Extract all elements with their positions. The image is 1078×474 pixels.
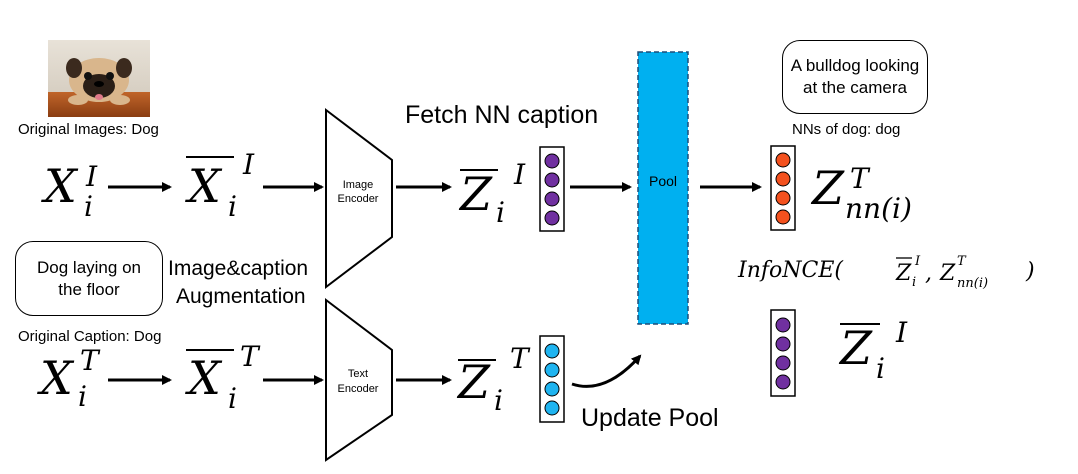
svg-text:T: T	[510, 342, 531, 375]
fetch-nn-caption-label: Fetch NN caption	[405, 101, 599, 129]
text-encoder	[325, 297, 393, 462]
math-x-i-image: X I i	[41, 159, 98, 223]
svg-text:i: i	[78, 380, 87, 413]
svg-text:X: X	[185, 159, 223, 213]
math-infonce: InfoNCE( Z I i , Z T nn(i) )	[737, 254, 1035, 291]
math-xbar-i-text: X T i	[185, 340, 261, 415]
svg-text:InfoNCE(: InfoNCE(	[737, 258, 843, 283]
text-encoder-label-2: Encoder	[338, 383, 379, 395]
dog-photo	[48, 40, 150, 117]
nn-text-embedding-column	[770, 145, 796, 231]
svg-text:I: I	[914, 254, 921, 269]
svg-text:Z: Z	[895, 261, 912, 286]
nn-caption-line2: at the camera	[803, 78, 907, 97]
arrow-update-pool	[571, 354, 642, 388]
math-zbar-i-image: Z I i	[458, 158, 526, 229]
svg-text:Z: Z	[939, 261, 956, 286]
svg-text:i: i	[494, 384, 503, 417]
svg-text:T: T	[240, 340, 261, 373]
text-embedding-column	[539, 335, 565, 423]
svg-text:X: X	[185, 351, 223, 405]
image-embedding-column	[539, 146, 565, 232]
svg-text:i: i	[228, 382, 237, 415]
svg-text:i: i	[228, 190, 237, 223]
nn-caption-bubble: A bulldog looking at the camera	[782, 40, 928, 114]
svg-text:Z: Z	[458, 167, 493, 221]
svg-text:T: T	[80, 344, 101, 377]
svg-text:I: I	[85, 160, 98, 193]
svg-text:Z: Z	[456, 355, 491, 409]
svg-text:T: T	[850, 162, 871, 195]
orig-caption-line2: the floor	[58, 279, 120, 299]
svg-text:i: i	[496, 196, 505, 229]
svg-text:nn(i): nn(i)	[957, 276, 988, 291]
image-encoder-label-2: Encoder	[338, 193, 379, 205]
math-zbar-i-text: Z T i	[456, 342, 531, 417]
original-images-label: Original Images: Dog	[18, 121, 159, 138]
math-xbar-i-image: X I i	[185, 148, 255, 223]
augmentation-label-line1: Image&caption	[168, 257, 309, 280]
image-encoder	[325, 107, 393, 290]
svg-text:i: i	[876, 352, 885, 385]
svg-text:,: ,	[925, 261, 932, 286]
svg-text:I: I	[242, 148, 255, 181]
svg-text:I: I	[895, 316, 908, 349]
svg-text:T: T	[957, 254, 967, 269]
nn-caption-line1: A bulldog looking	[790, 56, 920, 75]
math-x-i-text: X T i	[37, 344, 101, 413]
svg-text:Z: Z	[838, 321, 873, 375]
math-z-nn-text: Z T nn(i)	[810, 161, 912, 225]
text-encoder-label-1: Text	[348, 368, 368, 380]
orig-caption-line1: Dog laying on	[37, 257, 141, 277]
svg-text:nn(i): nn(i)	[845, 192, 912, 225]
image-encoder-label-1: Image	[343, 179, 374, 191]
svg-text:I: I	[513, 158, 526, 191]
pool-box	[637, 51, 689, 325]
augmentation-label-line2: Augmentation	[176, 285, 306, 308]
original-caption-bubble: Dog laying on the floor	[15, 241, 163, 316]
svg-text:): )	[1025, 259, 1035, 284]
math-zbar-i-anchor: Z I i	[838, 316, 908, 385]
svg-text:i: i	[912, 275, 916, 290]
pool-label: Pool	[649, 173, 677, 189]
nns-of-dog-label: NNs of dog: dog	[792, 121, 901, 138]
svg-text:Z: Z	[810, 161, 845, 215]
anchor-image-embedding-column	[770, 309, 796, 397]
original-caption-label: Original Caption: Dog	[18, 328, 162, 345]
update-pool-label: Update Pool	[581, 404, 719, 432]
svg-text:X: X	[37, 351, 75, 405]
svg-text:i: i	[84, 190, 93, 223]
svg-text:X: X	[41, 159, 79, 213]
